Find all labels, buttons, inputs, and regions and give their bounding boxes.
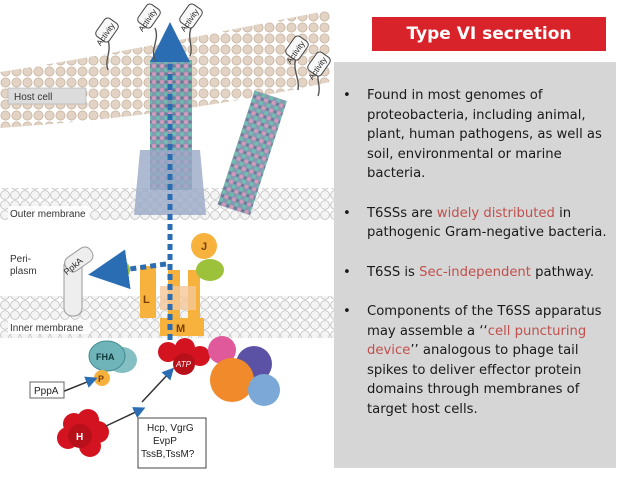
h-protein	[68, 424, 92, 448]
phosphate-label: P	[98, 374, 104, 384]
periplasm-label-line2: plasm	[10, 266, 37, 277]
bullet-text: pathway.	[530, 264, 595, 280]
substrate-line3: TssB,TssM?	[141, 449, 195, 460]
pppa-arrow	[61, 376, 98, 393]
text-panel	[334, 62, 616, 468]
phosphate-p	[94, 370, 110, 386]
protein-m	[160, 318, 204, 336]
lightblue-protein	[248, 374, 280, 406]
secretion-tube-second	[217, 90, 287, 216]
atp-label: ATP	[175, 360, 192, 369]
pink-protein	[208, 336, 236, 364]
tube-base-main	[134, 150, 206, 215]
protein-m-label: M	[176, 323, 185, 335]
fha-domain	[88, 340, 126, 372]
bullet-list: • Found in most genomes of proteobacteria…	[341, 86, 613, 439]
bullet-text: Found in most genomes of proteobacteria,…	[367, 88, 602, 181]
bullet-item: • T6SS is Sec-independent pathway.	[341, 263, 613, 283]
fha-label: FHA	[96, 352, 115, 362]
protein-j-label: J	[201, 241, 207, 253]
substrate-box	[137, 417, 207, 469]
t6ss-diagram: Host cell Outer membrane Peri- plasm Inn…	[0, 3, 334, 469]
orange-protein	[210, 358, 254, 402]
bullet-marker: •	[343, 304, 351, 319]
protein-center	[160, 286, 196, 310]
protein-j	[191, 233, 217, 259]
bullet-marker: •	[343, 205, 351, 221]
arrow-box-to-atpase	[141, 367, 175, 403]
green-protein-right	[196, 259, 224, 281]
substrate-line1: Hcp, VgrG	[147, 423, 194, 434]
h-label: H	[76, 432, 83, 443]
bullet-text: ’’ analogous to phage tail spikes to del…	[367, 343, 582, 417]
highlight-text: Sec-independent	[419, 264, 531, 280]
periplasm-label-line1: Peri-	[10, 254, 31, 265]
bullet-item: • T6SSs are widely distributed in pathoge…	[341, 204, 613, 243]
atpase	[173, 353, 195, 375]
bullet-marker: •	[343, 264, 351, 280]
bullet-item: • Components of the T6SS apparatus may as…	[341, 302, 613, 419]
substrate-line2: EvpP	[153, 436, 177, 447]
protein-l-label: L	[143, 294, 150, 306]
bullet-item: • Found in most genomes of proteobacteria…	[341, 86, 613, 184]
protein-l	[140, 266, 156, 318]
host-cell-label-box	[7, 87, 87, 105]
inner-membrane-label: Inner membrane	[10, 323, 84, 334]
bullet-text: T6SS is	[367, 264, 420, 280]
outer-membrane-label: Outer membrane	[10, 209, 86, 220]
highlight-text: widely distributed	[436, 205, 555, 221]
bullet-marker: •	[343, 88, 351, 103]
bullet-text: Components of the T6SS apparatus may ass…	[367, 304, 602, 339]
pppa-box	[29, 381, 65, 399]
pppa-label: PppA	[34, 386, 59, 397]
title-banner: Type VI secretion system	[372, 17, 606, 78]
bullet-text: in pathogenic Gram-negative bacteria.	[367, 205, 607, 241]
arrow-h-to-box	[105, 407, 146, 427]
bullet-text: T6SSs are	[367, 205, 437, 221]
highlight-text: cell puncturing device	[367, 323, 587, 359]
host-cell-label: Host cell	[14, 92, 52, 103]
periplasm-label: Peri- plasm	[10, 254, 37, 277]
activity-group-3: Activity	[179, 3, 203, 57]
